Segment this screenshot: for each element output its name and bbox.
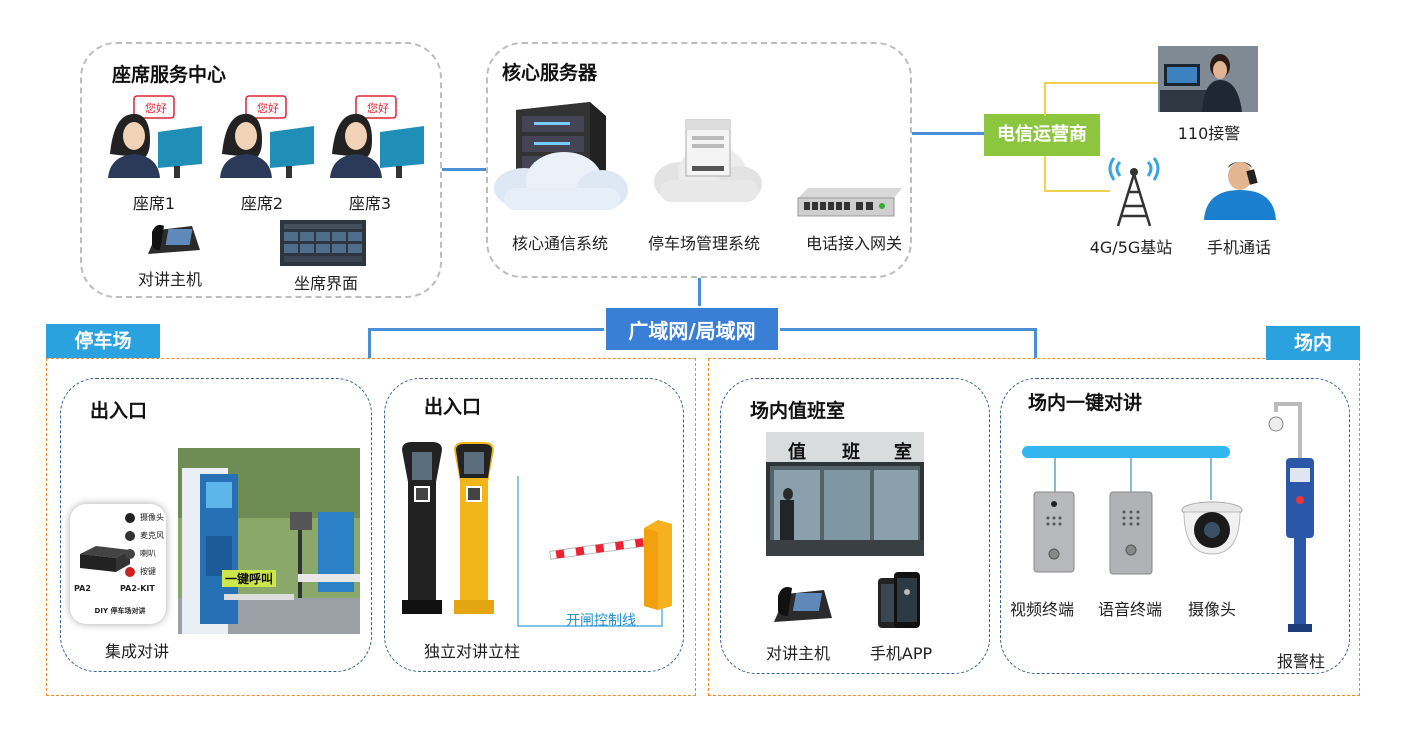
base-station-label: 4G/5G基站 [1089,238,1173,257]
parking-tag: 停车场 [46,324,160,358]
alarm-pillar-icon[interactable] [1266,402,1328,642]
entrance2-title: 出入口 [424,396,482,418]
network-drop-indoor [1034,328,1037,358]
entrance1-title: 出入口 [90,400,148,422]
agent-label-1: 座席1 [132,194,176,213]
network-label-box[interactable]: 广域网/局域网 [604,306,780,352]
link-core-telecom [912,132,984,135]
telecom-branch-vertical-2 [1044,156,1046,192]
gate-control-line-label: 开闸控制线 [566,613,636,629]
one-key-title: 场内一键对讲 [1028,392,1143,414]
voice-terminal-label: 语音终端 [1097,600,1162,619]
duty-sign-2: 班 [842,442,860,463]
mobile-caller-photo[interactable] [1202,158,1276,220]
duty-sign-3: 室 [894,442,912,463]
agent-bubble-1: 您好 [145,102,167,115]
agent-1[interactable] [104,95,204,182]
mobile-app-label: 手机APP [869,644,933,663]
agent-figure-icon [330,95,424,178]
kit-speaker-label: 喇叭 [140,549,156,558]
duty-sign-1: 值 [788,442,806,463]
agent-3[interactable] [326,95,426,182]
agent-ui-label: 坐席界面 [293,274,358,293]
bus-drop-video [1054,458,1056,494]
phone-gateway-label: 电话接入网关 [805,234,902,253]
standalone-pillar-label: 独立对讲立柱 [423,642,520,661]
phone-gateway-icon[interactable] [797,186,902,220]
kit-component-icons [125,513,135,577]
core-comm-label: 核心通信系统 [511,234,608,253]
kit-camera-label: 摄像头 [140,513,164,522]
video-terminal-label: 视频终端 [1009,600,1074,619]
dome-camera-icon[interactable] [1180,500,1244,558]
parking-zone [46,358,696,696]
base-station-tower-icon[interactable] [1108,157,1160,228]
desk-phone-icon[interactable] [146,220,202,260]
agent-center-title: 座席服务中心 [112,64,227,86]
one-key-bus [1022,446,1230,458]
agent-bubble-2: 您好 [257,102,279,115]
mobile-app-phones-icon[interactable] [878,572,922,634]
agent-figure-icon [108,95,202,178]
duty-desk-phone-icon[interactable] [772,582,834,630]
agent-label-3: 座席3 [348,194,392,213]
video-terminal-icon[interactable] [1032,491,1076,573]
duty-room-title: 场内值班室 [750,400,846,422]
alarm-pillar-label: 报警柱 [1276,652,1325,671]
link-core-network [698,278,701,306]
indoor-tag: 场内 [1266,326,1360,360]
agent-label-2: 座席2 [240,194,284,213]
intercom-pillar-icons[interactable] [398,442,502,618]
camera-label: 摄像头 [1187,600,1236,619]
telecom-branch-bottom [1044,190,1110,192]
agent-2[interactable] [216,95,316,182]
integrated-kiosk-photo[interactable] [178,448,360,634]
pa2kit-label: PA2-KIT [120,584,155,593]
agent-ui-thumbnail[interactable] [280,220,366,266]
integrated-intercom-label: 集成对讲 [104,642,169,661]
agent-figure-icon [220,95,314,178]
link-agent-core [442,168,488,171]
intercom-host-label: 对讲主机 [137,270,202,289]
barrier-gate-icon[interactable] [549,516,674,610]
mobile-call-label: 手机通话 [1206,238,1271,257]
duty-intercom-host-label: 对讲主机 [765,644,830,663]
telecom-branch-vertical [1044,82,1046,116]
network-drop-parking [368,328,371,358]
parking-mgmt-server-icon[interactable] [652,116,762,212]
kit-button-label: 按键 [140,567,156,576]
duty-room-photo[interactable] [766,432,924,556]
core-server-title: 核心服务器 [502,62,598,84]
police-110-label: 110接警 [1177,124,1241,143]
telecom-operator-box[interactable]: 电信运营商 [984,114,1100,156]
agent-bubble-3: 您好 [367,102,389,115]
kit-mic-label: 麦克风 [140,531,164,540]
voice-terminal-icon[interactable] [1108,491,1154,575]
core-server-rack-icon[interactable] [494,96,628,216]
bus-drop-camera [1210,458,1212,500]
diy-label: DIY 停车场对讲 [94,607,146,615]
indoor-zone [708,358,1360,696]
police-operator-photo[interactable] [1158,46,1258,112]
bus-drop-voice [1130,458,1132,494]
pa2-label: PA2 [74,584,91,593]
telecom-branch-top [1044,82,1158,84]
parking-mgmt-label: 停车场管理系统 [647,234,760,253]
one-key-call-callout: 一键呼叫 [222,570,277,587]
